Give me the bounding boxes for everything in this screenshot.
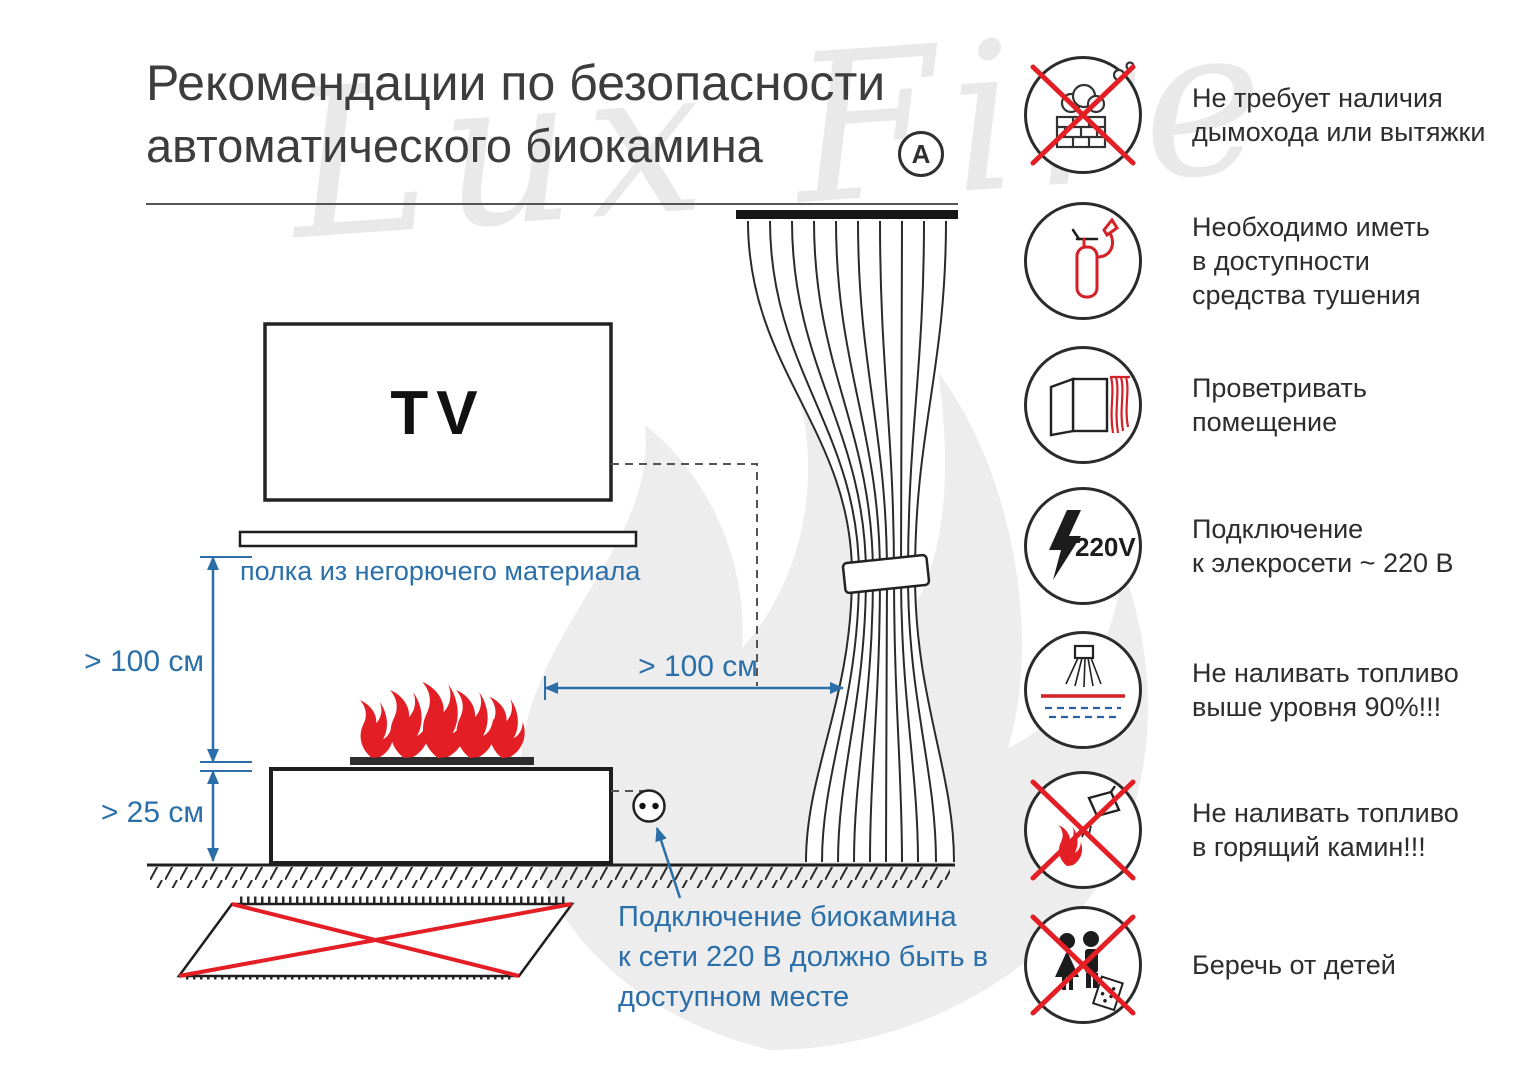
socket-note-line: доступном месте [618,981,850,1013]
safety-item-label: Не наливать топливо в горящий камин!!! [1192,798,1459,862]
flames [360,681,525,758]
tv-label: TV [390,379,485,448]
keep-away-children-icon [1024,906,1142,1024]
socket-note-line: Подключение биокамина [618,901,957,933]
lightning-bolt [1049,510,1081,580]
curtain-rail [736,210,958,219]
socket-note: Подключение биокамина к сети 220 В должн… [618,897,988,1017]
power-socket [632,789,666,823]
fireplace [269,681,613,865]
safety-item: Не требует наличия дымохода или вытяжки [1024,56,1485,174]
carpet-crossed-out [176,896,575,980]
safety-item-label: Подключение к элекросети ~ 220 В [1192,514,1454,578]
safety-item-label: Не наливать топливо выше уровня 90%!!! [1192,658,1459,722]
burner [350,757,534,765]
safety-item-label: Необходимо иметь в доступности средства … [1192,212,1430,310]
socket-note-line: к сети 220 В должно быть в [618,941,989,973]
safety-item: Беречь от детей [1024,906,1396,1024]
dashed-reference-lines [611,463,758,792]
shelf [238,530,638,548]
dimension-lines [200,556,844,899]
safety-item: Проветривать помещение [1024,346,1367,464]
dim-label-25cm: > 25 см [100,796,204,829]
page-title-line1: Рекомендации по безопасности [146,55,886,111]
tv [263,322,613,502]
curtain-tie-band [841,553,931,595]
circled-a-mark: A [898,131,944,177]
safety-item-label: Беречь от детей [1192,950,1396,980]
socket-pointer-arrow [655,827,682,899]
no-chimney-icon [1024,56,1142,174]
title-divider [146,203,958,205]
safety-item-label: Не требует наличия дымохода или вытяжки [1192,83,1486,147]
dim-label-100cm-vertical: > 100 см [84,645,204,678]
safety-item: Не наливать топливо выше уровня 90%!!! [1024,631,1459,749]
safety-item: Необходимо иметь в доступности средства … [1024,202,1430,320]
shelf-label: полка из негорючего материала [240,556,641,586]
curtain [736,210,958,863]
voltage-badge: 220V [1075,532,1136,562]
extinguisher-icon [1024,202,1142,320]
page-title-line2: автоматического биокамина [146,119,763,172]
safety-item: Не наливать топливо в горящий камин!!! [1024,771,1459,889]
safety-item: 220V Подключение к элекросети ~ 220 В [1024,487,1454,605]
no-refill-burning-icon [1024,771,1142,889]
safety-item-label: Проветривать помещение [1192,373,1367,437]
power-220v-icon: 220V [1024,487,1142,605]
floor-hatch [150,867,950,888]
fuel-level-icon [1024,631,1142,749]
dim-label-100cm-horizontal: > 100 см [638,650,758,683]
ventilate-icon [1024,346,1142,464]
